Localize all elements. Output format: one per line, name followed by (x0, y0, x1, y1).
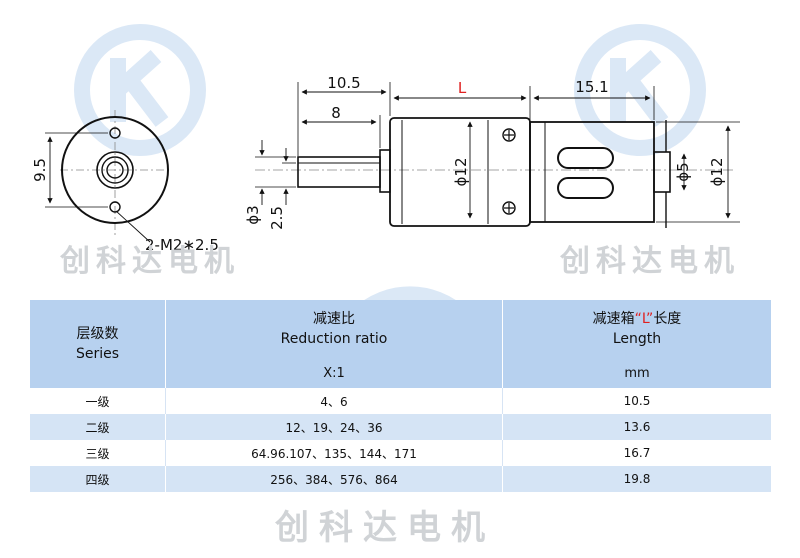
dim-2-5-label: 2.5 (268, 206, 286, 230)
output-shaft (297, 156, 381, 188)
front-face-circle (61, 116, 169, 224)
row-ratios: 256、384、576、864 (165, 466, 503, 492)
body-screw-bottom (502, 201, 516, 215)
row-series: 一级 (30, 388, 166, 414)
length-header: 减速箱“L”长度 Length (503, 300, 772, 358)
ratio-header-cn: 减速比 (313, 311, 355, 327)
front-view: 9.5 2-M2∗2.5 (31, 110, 219, 254)
watermark-text-right: 创科达电机 (560, 244, 740, 279)
row-series: 二级 (30, 414, 166, 440)
table-row: 三级 64.96.107、135、144、171 16.7 (30, 440, 771, 466)
shaft-boss-outer (96, 151, 134, 189)
table-row: 一级 4、6 10.5 (30, 388, 771, 414)
spec-table: 层级数 Series 减速比 Reduction ratio 减速箱“L”长度 … (30, 300, 771, 492)
dim-9-5-label: 9.5 (31, 158, 49, 182)
row-length: 16.7 (502, 440, 771, 466)
side-view: 10.5 8 L 15.1 ϕ3 2.5 ϕ12 ϕ5 ϕ12 (244, 74, 740, 230)
motor-body (529, 121, 655, 223)
length-unit: mm (624, 365, 650, 381)
shaft-circle (106, 161, 124, 179)
shaft-boss-inner (101, 156, 129, 184)
motor-slot-top (557, 147, 614, 169)
row-ratios: 4、6 (165, 388, 503, 414)
dim-15-1-label: 15.1 (575, 78, 608, 96)
row-series: 四级 (30, 466, 166, 492)
table-row: 二级 12、19、24、36 13.6 (30, 414, 771, 440)
dim-phi5-label: ϕ5 (674, 162, 692, 181)
row-length: 19.8 (502, 466, 771, 492)
screw-note-label: 2-M2∗2.5 (145, 236, 219, 254)
row-series: 三级 (30, 440, 166, 466)
motor-drawing: 9.5 2-M2∗2.5 10.5 (31, 74, 740, 254)
motor-slot-bottom (557, 177, 614, 199)
dim-10-5-label: 10.5 (327, 74, 360, 92)
watermark-text-bottom: 创科达电机 (275, 508, 495, 548)
dim-phi3-label: ϕ3 (244, 205, 262, 224)
watermark-logo-left (74, 24, 206, 156)
row-ratios: 64.96.107、135、144、171 (165, 440, 503, 466)
series-header-en: Series (75, 346, 120, 362)
ratio-header: 减速比 Reduction ratio (165, 300, 503, 358)
length-header-en: Length (612, 331, 662, 347)
length-header-cn-post: 长度 (653, 311, 682, 327)
row-ratios: 12、19、24、36 (165, 414, 503, 440)
length-header-cn-pre: 减速箱 (592, 311, 635, 327)
watermark-text-left: 创科达电机 (60, 244, 240, 279)
screw-hole-top (109, 127, 121, 139)
dim-L-label: L (458, 79, 467, 97)
series-header-cn: 层级数 (76, 326, 119, 342)
body-screw-top (502, 128, 516, 142)
watermark-logo-right (574, 24, 706, 156)
length-header-cn: 减速箱“L”长度 (503, 309, 771, 329)
ratio-unit: X:1 (165, 358, 503, 388)
ratio-header-en: Reduction ratio (280, 331, 388, 347)
dim-8-label: 8 (331, 104, 341, 122)
row-length: 10.5 (502, 388, 771, 414)
dim-phi12-body-label: ϕ12 (452, 158, 470, 187)
screw-hole-bottom (109, 201, 121, 213)
row-length: 13.6 (502, 414, 771, 440)
length-header-quote: “L” (634, 311, 654, 327)
gearbox-boss (379, 149, 391, 193)
table-row: 四级 256、384、576、864 19.8 (30, 466, 771, 492)
series-header: 层级数 Series (30, 300, 166, 388)
dim-phi12-motor-label: ϕ12 (708, 158, 726, 187)
rear-bearing-cap (653, 151, 671, 193)
